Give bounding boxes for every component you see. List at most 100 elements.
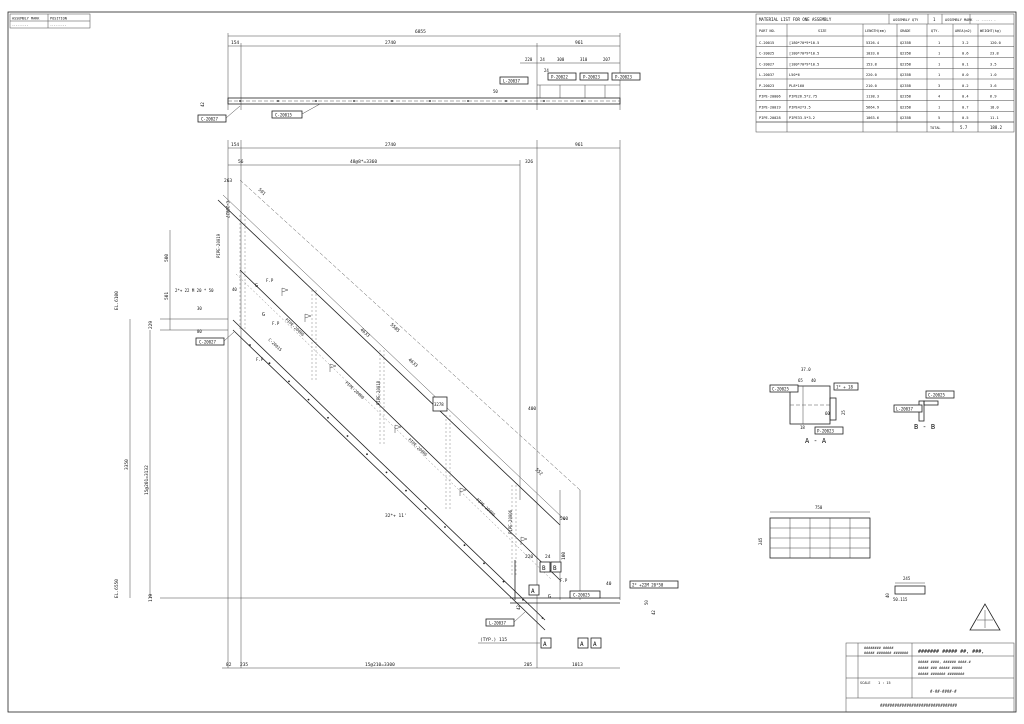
elev-dim-30: 30 [197, 306, 202, 311]
aa-dim-18: 18 [800, 425, 805, 430]
elev-dim-42: 42 [651, 610, 656, 615]
bolt-dot [522, 598, 524, 601]
elev-tread-spacing: 48@8*=3360 [350, 159, 377, 165]
bom-assembly-mark: -- ------ - [976, 18, 996, 22]
elev-dim-501b: 501 [164, 292, 170, 300]
aa-dim-65: 65 [798, 378, 803, 383]
tb-title: ####### ##### ##, ###, [918, 649, 984, 655]
grating-width: 750 [815, 505, 823, 510]
grating-dim-245: 245 [903, 576, 911, 581]
plan-dot [429, 100, 431, 102]
bolt-dot [483, 562, 485, 565]
elev-diag-5585: 5585 [389, 322, 401, 334]
elev-dim-80: 80 [197, 329, 202, 334]
bom-cell: 210.0 [866, 84, 877, 88]
elev-label-b1: B [542, 565, 546, 572]
bom-cell: PIPE26.5*2.75 [789, 95, 817, 99]
elev-tag-l20037: L-20037 [489, 621, 506, 626]
elev-diag-4633a: 4633 [359, 327, 371, 339]
elev-dim-263: 263 [224, 178, 232, 184]
bom-cell: [180*70*9*10.5 [789, 62, 819, 66]
bom-cell: PIPE42*3.5 [789, 105, 811, 109]
bom-cell: Q235B [900, 41, 911, 45]
bom-cell: PIPE-20006 [759, 95, 781, 99]
aa-tag-p20023: P-20023 [817, 429, 834, 434]
elev-dim-2740: 2740 [385, 142, 396, 148]
plan-dot [353, 100, 355, 102]
elev-bdim-1013: 1013 [572, 662, 583, 668]
grating-detail: 750 245 245 40 50.115 [758, 505, 926, 602]
bom-cell: 0.6 [962, 52, 969, 56]
bom-total-weight: 188.2 [990, 125, 1003, 130]
bom-total-label: TOTAL [930, 126, 941, 130]
header-value-2: --------- [50, 23, 66, 27]
bolt-dot [366, 453, 368, 456]
header-assembly-mark: ASSEMBLY MARK [12, 17, 40, 21]
bom-col-qty: QTY. [931, 29, 939, 33]
elev-holes2: 2* +22M 20*50 [632, 583, 664, 588]
bb-title: B - B [914, 423, 935, 431]
bolt-dot [307, 398, 310, 401]
tb-scale: 1 : 15 [878, 681, 891, 685]
bom-cell: 1 [938, 52, 940, 56]
bom-cell: PIPE-20028 [759, 116, 781, 120]
bom-cell: 11.1 [990, 116, 999, 120]
bom-cell: 3.2 [962, 41, 969, 45]
elev-bdim-205: 205 [524, 662, 532, 668]
top-overall-dim: 6855 [415, 29, 426, 35]
header-position: POSITION [50, 17, 67, 21]
elev-tag-c20015: C-20015 [267, 337, 283, 353]
elev-label-a2: A [593, 641, 597, 648]
top-dim-2740: 2740 [385, 40, 396, 46]
top-dim-42: 42 [200, 102, 205, 107]
sheet-border [7, 11, 1017, 713]
top-tag-p20023a: P-20023 [583, 75, 600, 80]
aa-dim-holes: 1* + 18 [836, 385, 853, 390]
elev-dim-500: 500 [164, 254, 170, 262]
aa-dim-37: 37.0 [801, 367, 811, 372]
bolt-dot [288, 380, 290, 383]
tb-line-3: ##### ####, ###### ####-# [918, 660, 972, 664]
tb-footer: ################################ [880, 703, 958, 708]
aa-dim-25: 25 [841, 410, 846, 415]
grating-dim-40: 40 [885, 593, 890, 598]
bb-tag-c20025: C-20025 [928, 393, 945, 398]
bb-tag-l20037: L-20037 [896, 407, 913, 412]
title-block: ######## ##### ##### ####### ####### ###… [845, 642, 1015, 713]
elev-label-a3: A [531, 588, 535, 595]
elev-bdim-spacing: 15@210=3300 [365, 662, 395, 668]
bolt-dot [405, 489, 407, 492]
bolt-dot [463, 544, 466, 547]
elev-label-g2: G [262, 312, 265, 318]
bom-assembly-qty: 1 [933, 17, 936, 22]
elev-dim-56: 56 [238, 159, 244, 165]
elev-holes: 2*+ 22 M 20 * 50 [175, 288, 214, 293]
bom-cell: 5326.4 [866, 41, 879, 45]
bom-table: MATERIAL LIST FOR ONE ASSEMBLY ASSEMBLY … [755, 13, 1015, 133]
bom-cell: Q235B [900, 116, 911, 120]
bolt-dot [444, 526, 446, 528]
elev-label-g1: G [255, 283, 258, 289]
bom-col-length: LENGTH(mm) [865, 29, 886, 33]
elev-riser-spacing: 15@201=3132 [144, 465, 150, 495]
bom-cell: 0.7 [962, 105, 969, 109]
grating-height: 245 [758, 537, 763, 545]
bolt-dot [541, 617, 544, 619]
elev-tag-c20027-left: C-20027 [199, 340, 216, 345]
bom-cell: PL8*160 [789, 84, 804, 88]
tb-line-4: ##### ### ##### ##### [918, 666, 963, 670]
top-tag-p20023b: P-20023 [615, 75, 632, 80]
bom-cell: 0.0 [962, 73, 969, 77]
bom-cell: C-20015 [759, 41, 774, 45]
plan-dot [239, 100, 241, 102]
bom-cell: 0.1 [962, 62, 969, 66]
bom-cell: L-20037 [759, 73, 774, 77]
bolt-dot [385, 471, 388, 474]
bom-cell: Q235B [900, 95, 911, 99]
plan-dot [543, 100, 545, 102]
elev-dim-50: 50 [644, 600, 649, 605]
header-value-1: --------- [12, 23, 28, 27]
elev-dim-119: 119 [148, 594, 154, 602]
plan-dot [391, 100, 393, 102]
